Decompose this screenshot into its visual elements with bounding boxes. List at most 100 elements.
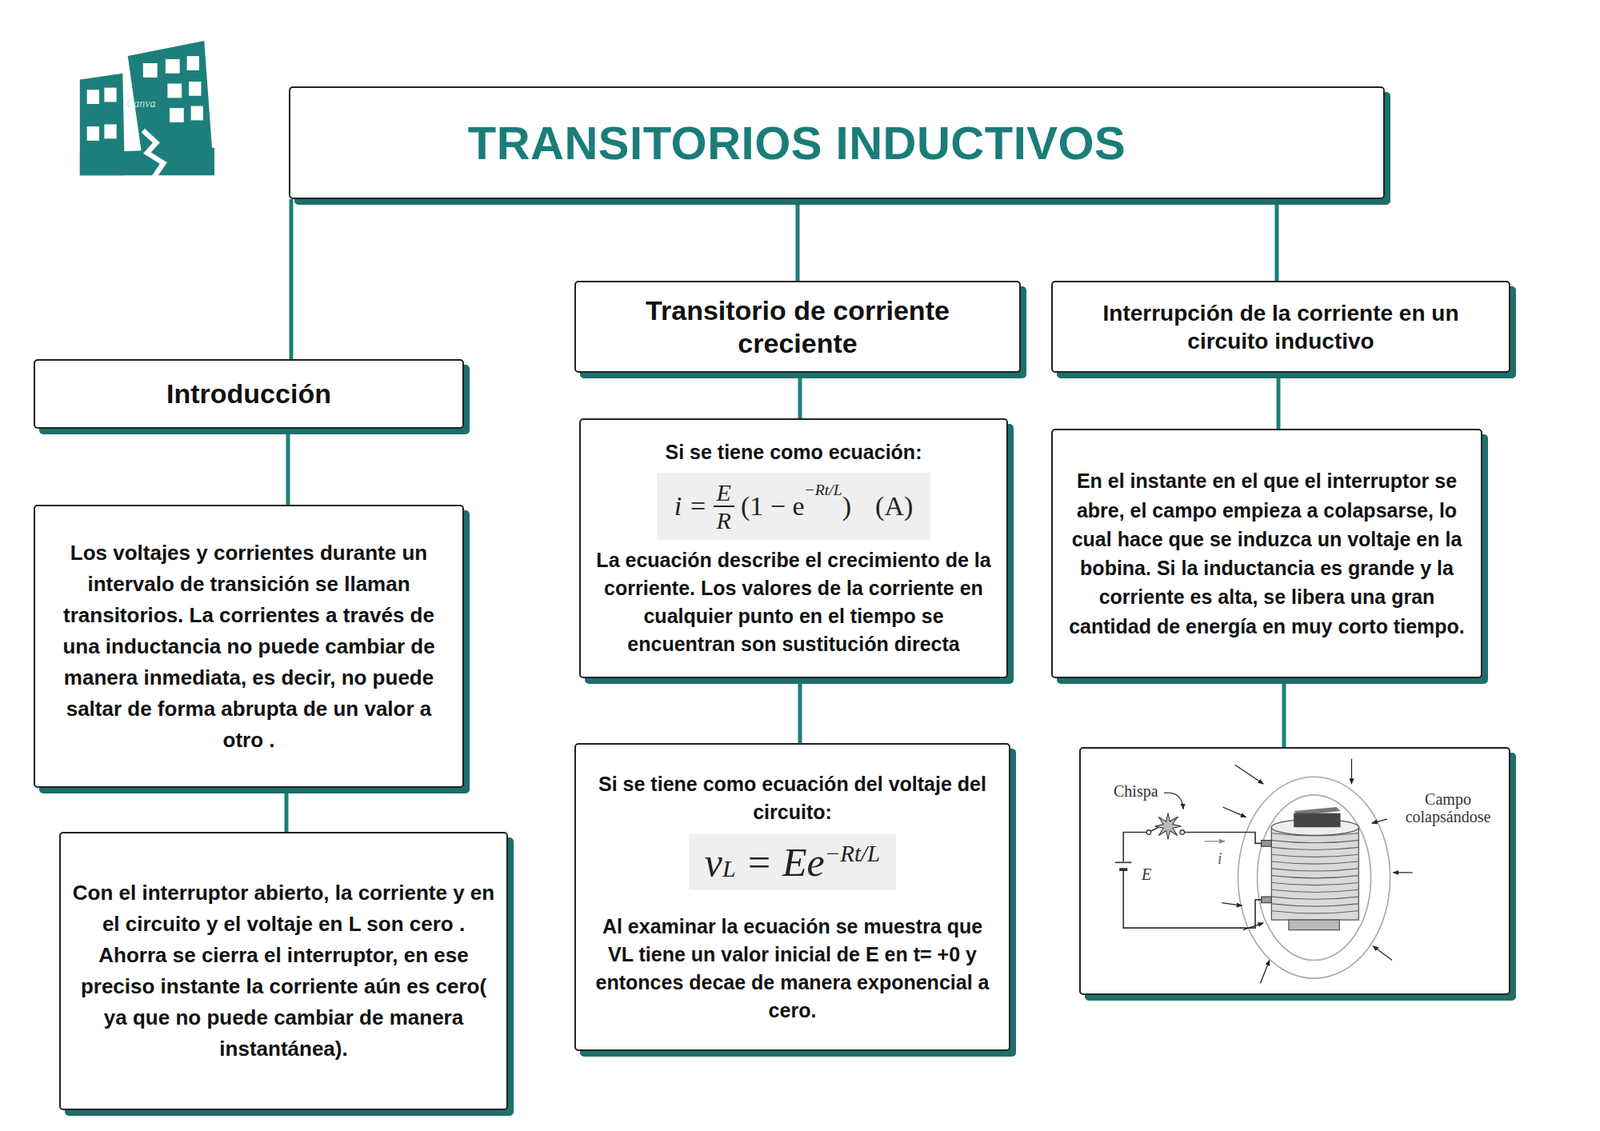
field-arrow [1372,946,1392,961]
box-text: Con el interruptor abierto, la corriente… [72,877,496,1065]
winding [1271,854,1359,857]
window [143,63,158,78]
switch-contact [1180,830,1185,836]
formula-block: i =ER(1 − e−Rt/L)(A) [656,472,932,540]
spark [1155,813,1182,840]
window [167,84,182,99]
part-label: Campo colapsándose [1395,790,1501,826]
field-lines [1238,776,1391,979]
winding [1271,847,1359,850]
concept-box: TRANSITORIOS INDUCTIVOS [288,86,1385,200]
field-arrow [1222,807,1246,818]
box-text: En el instante en el que el interruptor … [1064,466,1470,641]
winding [1271,911,1359,914]
window [104,124,116,139]
heading-text: Interrupción de la corriente en un circu… [1064,299,1498,356]
battery-plate [1119,868,1128,872]
field-arrows [1221,759,1412,984]
concept-box: Interrupción de la corriente en un circu… [1051,280,1511,373]
concept-box: Con el interruptor abierto, la corriente… [59,832,508,1111]
field-arrow [1221,903,1242,907]
title-text: TRANSITORIOS INDUCTIVOS [468,116,1206,170]
formula-part: v [704,839,723,886]
watermark-label: Canva [126,97,156,111]
winding [1271,904,1359,907]
box-text: Si se tiene como ecuación: [665,438,923,467]
window [87,89,100,104]
winding [1271,861,1359,864]
connector-line [289,199,294,360]
part-label: E [1141,865,1152,884]
box-text: Si se tiene como ecuación del voltaje de… [587,770,998,827]
core [1293,813,1340,828]
formula-part: i = [674,491,708,522]
terminal [1261,840,1272,848]
formula-block: vL= Ee−Rt/L [688,834,896,891]
circuit-wires [1115,817,1262,929]
formula-part: (A) [875,491,913,522]
box-text: Los voltajes y corrientes durante un int… [46,537,452,756]
field-line [1257,795,1372,961]
wire [1182,832,1262,844]
window [104,88,116,103]
window [87,126,100,141]
winding [1271,876,1359,879]
wire [1123,832,1149,863]
connector-line [796,199,800,281]
window [169,108,184,123]
fraction: ER [713,479,735,534]
connector-line [284,788,289,832]
formula-part: −Rt/L [804,480,843,500]
formula-part: R [713,505,735,534]
winding [1271,889,1359,892]
formula-part: L [722,855,736,883]
formula-part: = Ee [745,839,825,886]
building-icon-shapes [80,40,215,179]
concept-box: Chispa Campo colapsándoseEi [1079,747,1511,996]
winding [1271,896,1359,900]
winding [1271,840,1359,844]
coil-windings [1271,833,1359,914]
winding [1271,882,1359,885]
current-arrow [1204,840,1225,842]
box-text: Al examinar la ecuación se muestra que V… [587,912,998,1025]
part-label: Chispa [1113,782,1159,800]
formula-part: ) [842,491,852,522]
connector-line [1276,372,1281,429]
connector-line [798,678,803,744]
coil-body [1271,827,1359,920]
switch-contact [1146,830,1152,836]
connector-line [798,372,803,419]
box-text: La ecuación describe el crecimiento de l… [592,546,996,659]
terminal [1261,896,1272,904]
winding [1271,868,1359,872]
concept-box: Si se tiene como ecuación del voltaje de… [574,743,1011,1052]
field-line [1238,776,1391,979]
connector-line [286,428,291,505]
field-arrow [1372,819,1388,824]
window [187,56,200,71]
field-arrow [1243,923,1264,931]
heading-text: Transitorio de corriente creciente [587,294,1008,360]
concept-box: Introducción [33,359,464,429]
field-arrow [1392,872,1412,873]
formula-part: E [716,479,732,506]
field-arrow [1235,764,1264,784]
concept-box: En el instante en el que el interruptor … [1051,428,1483,679]
heading-text: Introducción [166,377,332,411]
window [191,106,204,121]
concept-box: Transitorio de corriente creciente [574,280,1021,373]
field-arrow [1260,960,1269,984]
concept-box: Los voltajes y corrientes durante un int… [33,504,464,788]
battery-plate [1115,861,1132,864]
connector-line [1282,678,1287,748]
connector-line [1275,199,1280,281]
part-label: i [1217,849,1223,868]
window [188,81,201,96]
formula-part: (1 − e [740,491,805,522]
core-foot [1288,920,1340,931]
coil [1261,807,1360,931]
window [165,59,180,74]
concept-box: Si se tiene como ecuación:i =ER(1 − e−Rt… [579,418,1008,679]
leader-line [1164,792,1184,809]
